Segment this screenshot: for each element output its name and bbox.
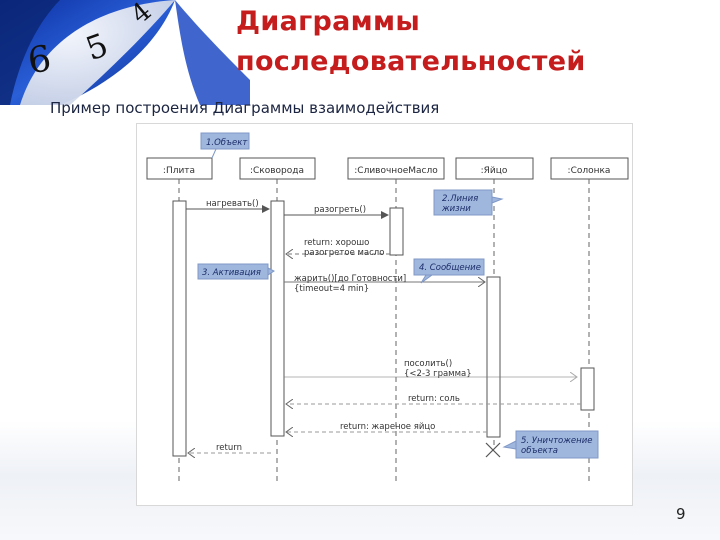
lifeline-label: :Плита [163, 166, 195, 176]
lifeline-label: :Солонка [568, 166, 611, 176]
slide-title: Диаграммы последовательностей [236, 2, 586, 82]
activation-bar [486, 276, 501, 438]
activation-bar [580, 367, 595, 411]
page-number: 9 [676, 505, 686, 523]
message: посолить(){<2-3 грамма} [284, 359, 577, 379]
slide-subtitle: Пример построения Диаграммы взаимодейств… [50, 99, 440, 117]
clock-decoration: 6 5 4 [0, 0, 250, 105]
activation-bar [389, 207, 404, 256]
note-label: 4. Сообщение [419, 263, 481, 273]
note-object: 1.Объект [200, 132, 250, 159]
note-message: 4. Сообщение [413, 258, 485, 284]
message-label: жарить()[до Готовности]{timeout=4 min} [294, 274, 406, 294]
lifeline-label: :Сковорода [250, 166, 304, 176]
lifeline-head: :Яйцо [455, 157, 534, 180]
message: жарить()[до Готовности]{timeout=4 min} [284, 274, 485, 294]
message-label: посолить(){<2-3 грамма} [404, 359, 472, 379]
message: нагревать() [186, 199, 270, 213]
message-label: разогреть() [314, 205, 366, 215]
activation-bar [270, 200, 285, 437]
message-label: return [216, 443, 242, 453]
activation-bars [172, 200, 595, 457]
activation-bar [172, 200, 187, 457]
message: return: жареное яйцо [286, 422, 487, 432]
destruction-x-icon [485, 442, 501, 458]
lifeline-head: :Солонка [550, 157, 629, 180]
message: return: соль [286, 394, 581, 404]
sequence-diagram: :Плита :Сковорода :СливочноеМасло :Яйцо … [136, 123, 633, 506]
lifeline-head: :Плита [146, 157, 213, 180]
note-activation: 3. Активация [197, 263, 275, 280]
message-label: return: соль [408, 394, 460, 404]
lifeline-head: :СливочноеМасло [347, 157, 445, 180]
note-label: 3. Активация [202, 268, 261, 278]
lifeline-label: :Яйцо [481, 166, 508, 176]
title-line-2: последовательностей [236, 46, 586, 77]
title-line-1: Диаграммы [236, 6, 421, 37]
message: return [188, 443, 271, 453]
note-label: 1.Объект [206, 138, 248, 148]
lifeline-head: :Сковорода [239, 157, 316, 180]
lifeline-label: :СливочноеМасло [354, 166, 438, 176]
message-label: нагревать() [206, 199, 259, 209]
message-label: return: жареное яйцо [340, 422, 435, 432]
clock-digit: 6 [25, 38, 53, 82]
message: разогреть() [284, 205, 389, 219]
